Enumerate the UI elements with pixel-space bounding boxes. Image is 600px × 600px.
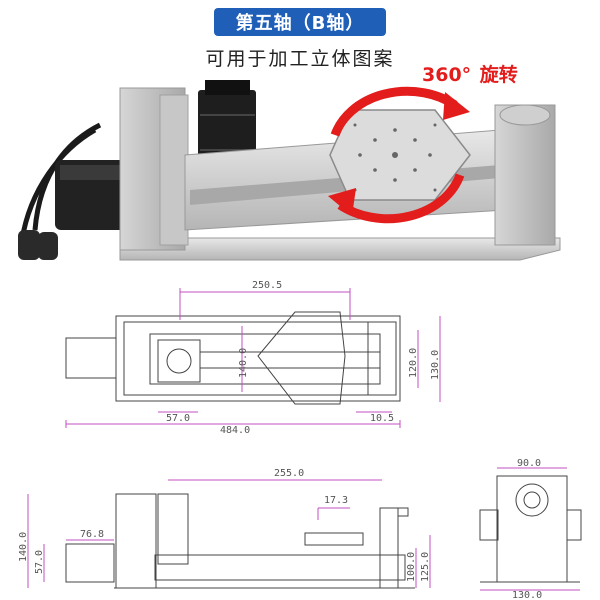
dim-front-17-3: 17.3 (324, 495, 348, 506)
front-view-drawing (65, 493, 415, 589)
dim-front-57-0: 57.0 (34, 550, 45, 574)
dim-front-76-8: 76.8 (80, 529, 104, 540)
dim-top-250-5: 250.5 (252, 280, 282, 291)
subtitle: 可用于加工立体图案 (205, 48, 395, 70)
dimension-lines (27, 288, 580, 591)
dim-front-255-0: 255.0 (274, 468, 304, 479)
top-view-drawing (65, 311, 401, 405)
dim-top-484-0: 484.0 (220, 425, 250, 436)
dim-top-10-5: 10.5 (370, 413, 394, 424)
title-banner: 第五轴（B轴） (214, 8, 386, 36)
dim-front-100-0: 100.0 (406, 552, 417, 582)
rotation-label: 360° 旋转 (420, 60, 518, 87)
dim-top-130-0: 130.0 (430, 350, 441, 380)
rotation-text: 旋转 (479, 64, 518, 86)
dim-front-140-0: 140.0 (18, 532, 29, 562)
dim-top-57-0: 57.0 (166, 413, 190, 424)
dim-top-120-0: 120.0 (408, 348, 419, 378)
dim-side-130-0: 130.0 (512, 590, 542, 600)
dim-top-140-0: 140.0 (238, 348, 249, 378)
side-view-drawing (479, 475, 582, 583)
title-text: 第五轴（B轴） (235, 13, 365, 34)
dim-front-125-0: 125.0 (420, 552, 431, 582)
rotation-value: 360° (422, 64, 472, 86)
dim-side-90-0: 90.0 (517, 458, 541, 469)
